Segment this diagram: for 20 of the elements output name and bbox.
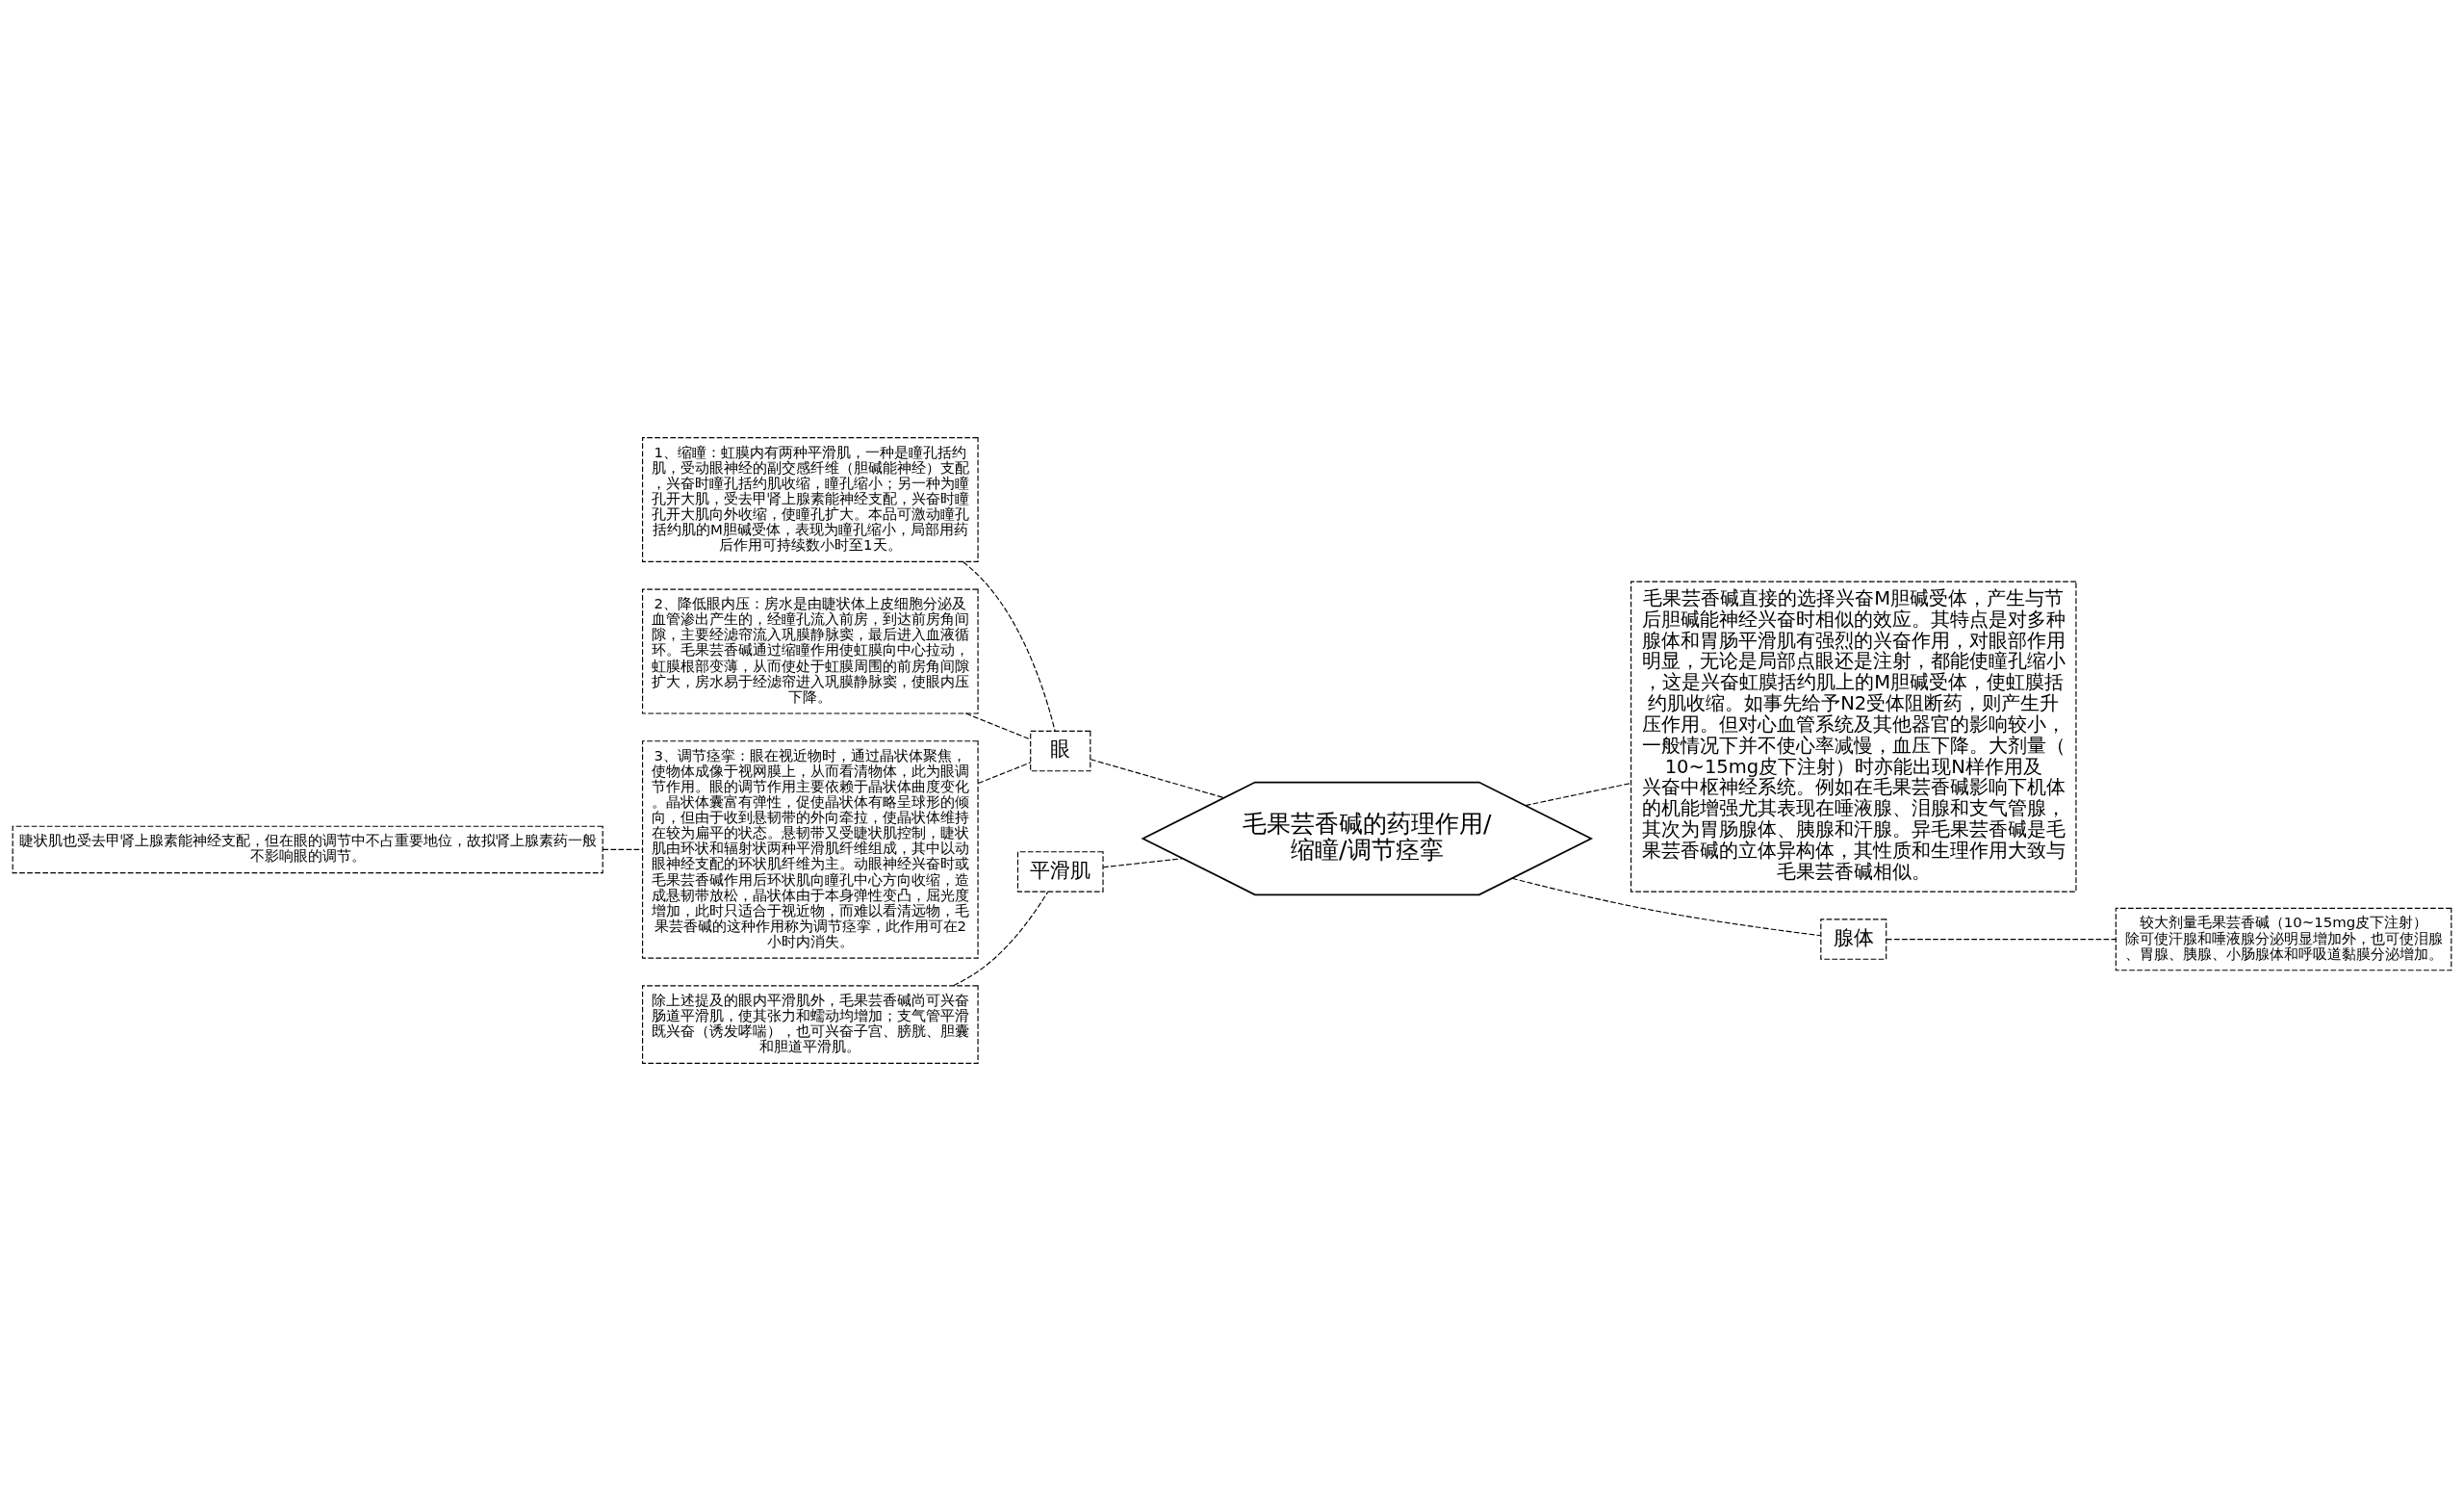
node-box: 睫状肌也受去甲肾上腺素能神经支配，但在眼的调节中不占重要地位，故拟肾上腺素药一般不影响眼的调节。 [12, 825, 603, 874]
connector [953, 891, 1049, 987]
connector [602, 848, 643, 850]
connector [1090, 759, 1225, 799]
node-box: 平滑肌 [1016, 851, 1104, 893]
connector [962, 561, 1056, 732]
connector [1511, 877, 1822, 937]
connector [1525, 782, 1632, 807]
node-box: 3、调节痉挛：眼在视近物时，通过晶状体聚焦，使物体成像于视网膜上，从而看清物体，此为眼调节作用。眼的调节作用主要依赖于晶状体曲度变化。晶状体囊富有弹性，促使晶状体有略呈球形的倾向，但由于收到悬韧带的外向牵拉，使晶状体维持在较为扁平的状态。悬韧带又受睫状肌控制，睫状肌由环状和辐射状两种平滑肌纤维组成，其中以动眼神经支配的环状肌纤维为主。动眼神经兴奋时或毛果芸香碱作用后环状肌向瞳孔中心方向收缩，造成悬韧带放松，晶状体由于本身弹性变凸，屈光度增加，此时只适合于视近物，而难以看清远物，毛果芸香碱的这种作用称为调节痉挛，此作用可在2小时内消失。 [642, 740, 979, 959]
node-box: 毛果芸香碱直接的选择兴奋M胆碱受体，产生与节后胆碱能神经兴奋时相似的效应。其特点是对多种腺体和胃肠平滑肌有强烈的兴奋作用，对眼部作用明显，无论是局部点眼还是注射，都能使瞳孔缩小，这是兴奋虹膜括约肌上的M胆碱受体，使虹膜括约肌收缩。如事先给予N2受体阻断药，则产生升压作用。但对心血管系统及其他器官的影响较小，一般情况下并不使心率减慢，血压下降。大剂量（10~15mg皮下注射）时亦能出现N样作用及兴奋中枢神经系统。例如在毛果芸香碱影响下机体的机能增强尤其表现在唾液腺、泪腺和支气管腺，其次为胃肠腺体、胰腺和汗腺。异毛果芸香碱是毛果芸香碱的立体异构体，其性质和生理作用大致与毛果芸香碱相似。 [1630, 581, 2077, 893]
connector [1886, 939, 2117, 941]
connector [1102, 858, 1184, 868]
connector [977, 762, 1032, 785]
node-box: 眼 [1030, 730, 1091, 772]
node-box: 1、缩瞳：虹膜内有两种平滑肌，一种是瞳孔括约肌，受动眼神经的副交感纤维（胆碱能神经）支配，兴奋时瞳孔括约肌收缩，瞳孔缩小；另一种为瞳孔开大肌，受去甲肾上腺素能神经支配，兴奋时瞳孔开大肌向外收缩，使瞳孔扩大。本品可激动瞳孔括约肌的M胆碱受体，表现为瞳孔缩小，局部用药后作用可持续数小时至1天。 [642, 437, 979, 562]
node-box: 2、降低眼内压：房水是由睫状体上皮细胞分泌及血管渗出产生的，经瞳孔流入前房，到达前房角间隙，主要经滤帘流入巩膜静脉窦，最后进入血液循环。毛果芸香碱通过缩瞳作用使虹膜向中心拉动，虹膜根部变薄，从而使处于虹膜周围的前房角间隙扩大，房水易于经滤帘进入巩膜静脉窦，使眼内压下降。 [642, 588, 979, 714]
node-box: 腺体 [1820, 919, 1887, 960]
connector [965, 712, 1031, 740]
node-box: 较大剂量毛果芸香碱（10~15mg皮下注射）除可使汗腺和唾液腺分泌明显增加外，也可使泪腺、胃腺、胰腺、小肠腺体和呼吸道黏膜分泌增加。 [2115, 907, 2452, 971]
node-box: 除上述提及的眼内平滑肌外，毛果芸香碱尚可兴奋肠道平滑肌，使其张力和蠕动均增加；支气管平滑既兴奋（诱发哮喘），也可兴奋子宫、膀胱、胆囊和胆道平滑肌。 [642, 985, 979, 1064]
